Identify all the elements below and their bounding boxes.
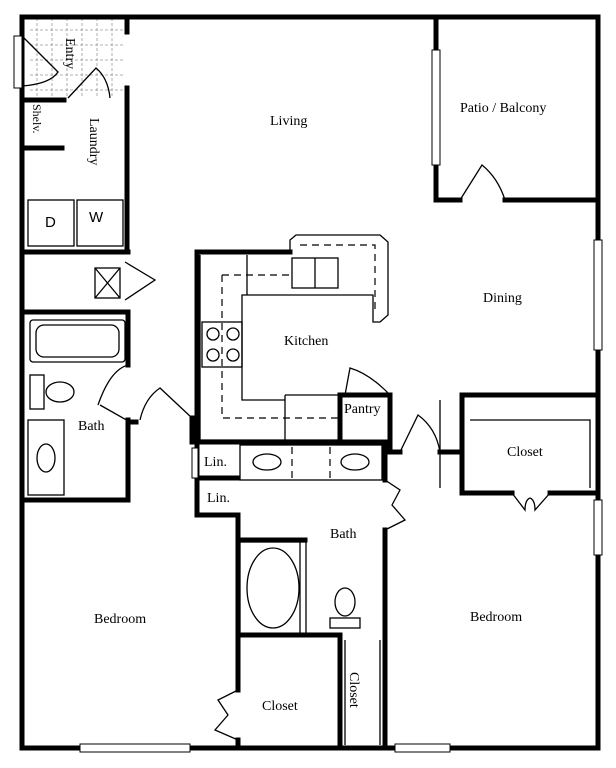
windows — [13, 35, 603, 753]
label-kitchen: Kitchen — [284, 334, 328, 349]
entry-tile-grid — [30, 18, 125, 98]
label-closet-right: Closet — [507, 445, 543, 460]
label-washer: W — [89, 209, 104, 226]
label-bath-center: Bath — [330, 527, 356, 542]
label-closet-vertical: Closet — [346, 672, 361, 708]
fixtures — [27, 199, 591, 635]
dryer — [27, 199, 75, 247]
bathtub — [29, 319, 126, 363]
label-shelves: Shelv. — [30, 104, 44, 134]
label-living: Living — [270, 114, 307, 129]
label-linen-1: Lin. — [204, 455, 227, 470]
sink — [252, 453, 282, 471]
label-closet-bottom: Closet — [262, 699, 298, 714]
label-bedroom-right: Bedroom — [470, 610, 522, 625]
label-laundry: Laundry — [86, 118, 101, 165]
label-pantry: Pantry — [344, 402, 381, 417]
label-dryer: D — [45, 214, 56, 231]
exterior-walls — [19, 14, 601, 751]
label-dining: Dining — [483, 291, 522, 306]
washer — [76, 199, 124, 247]
label-bath-left: Bath — [78, 419, 104, 434]
toilet — [334, 587, 356, 617]
room-labels: Entry Shelv. Laundry D W Living Patio / … — [30, 38, 546, 714]
label-entry: Entry — [62, 38, 77, 69]
toilet — [45, 381, 75, 403]
sink — [36, 443, 56, 473]
hvac-unit — [94, 267, 121, 299]
stove — [201, 321, 243, 368]
label-bedroom-left: Bedroom — [94, 612, 146, 627]
label-linen-2: Lin. — [207, 491, 230, 506]
bathtub — [239, 541, 307, 635]
sink — [340, 453, 370, 471]
doors — [21, 35, 551, 745]
label-patio: Patio / Balcony — [460, 101, 546, 116]
